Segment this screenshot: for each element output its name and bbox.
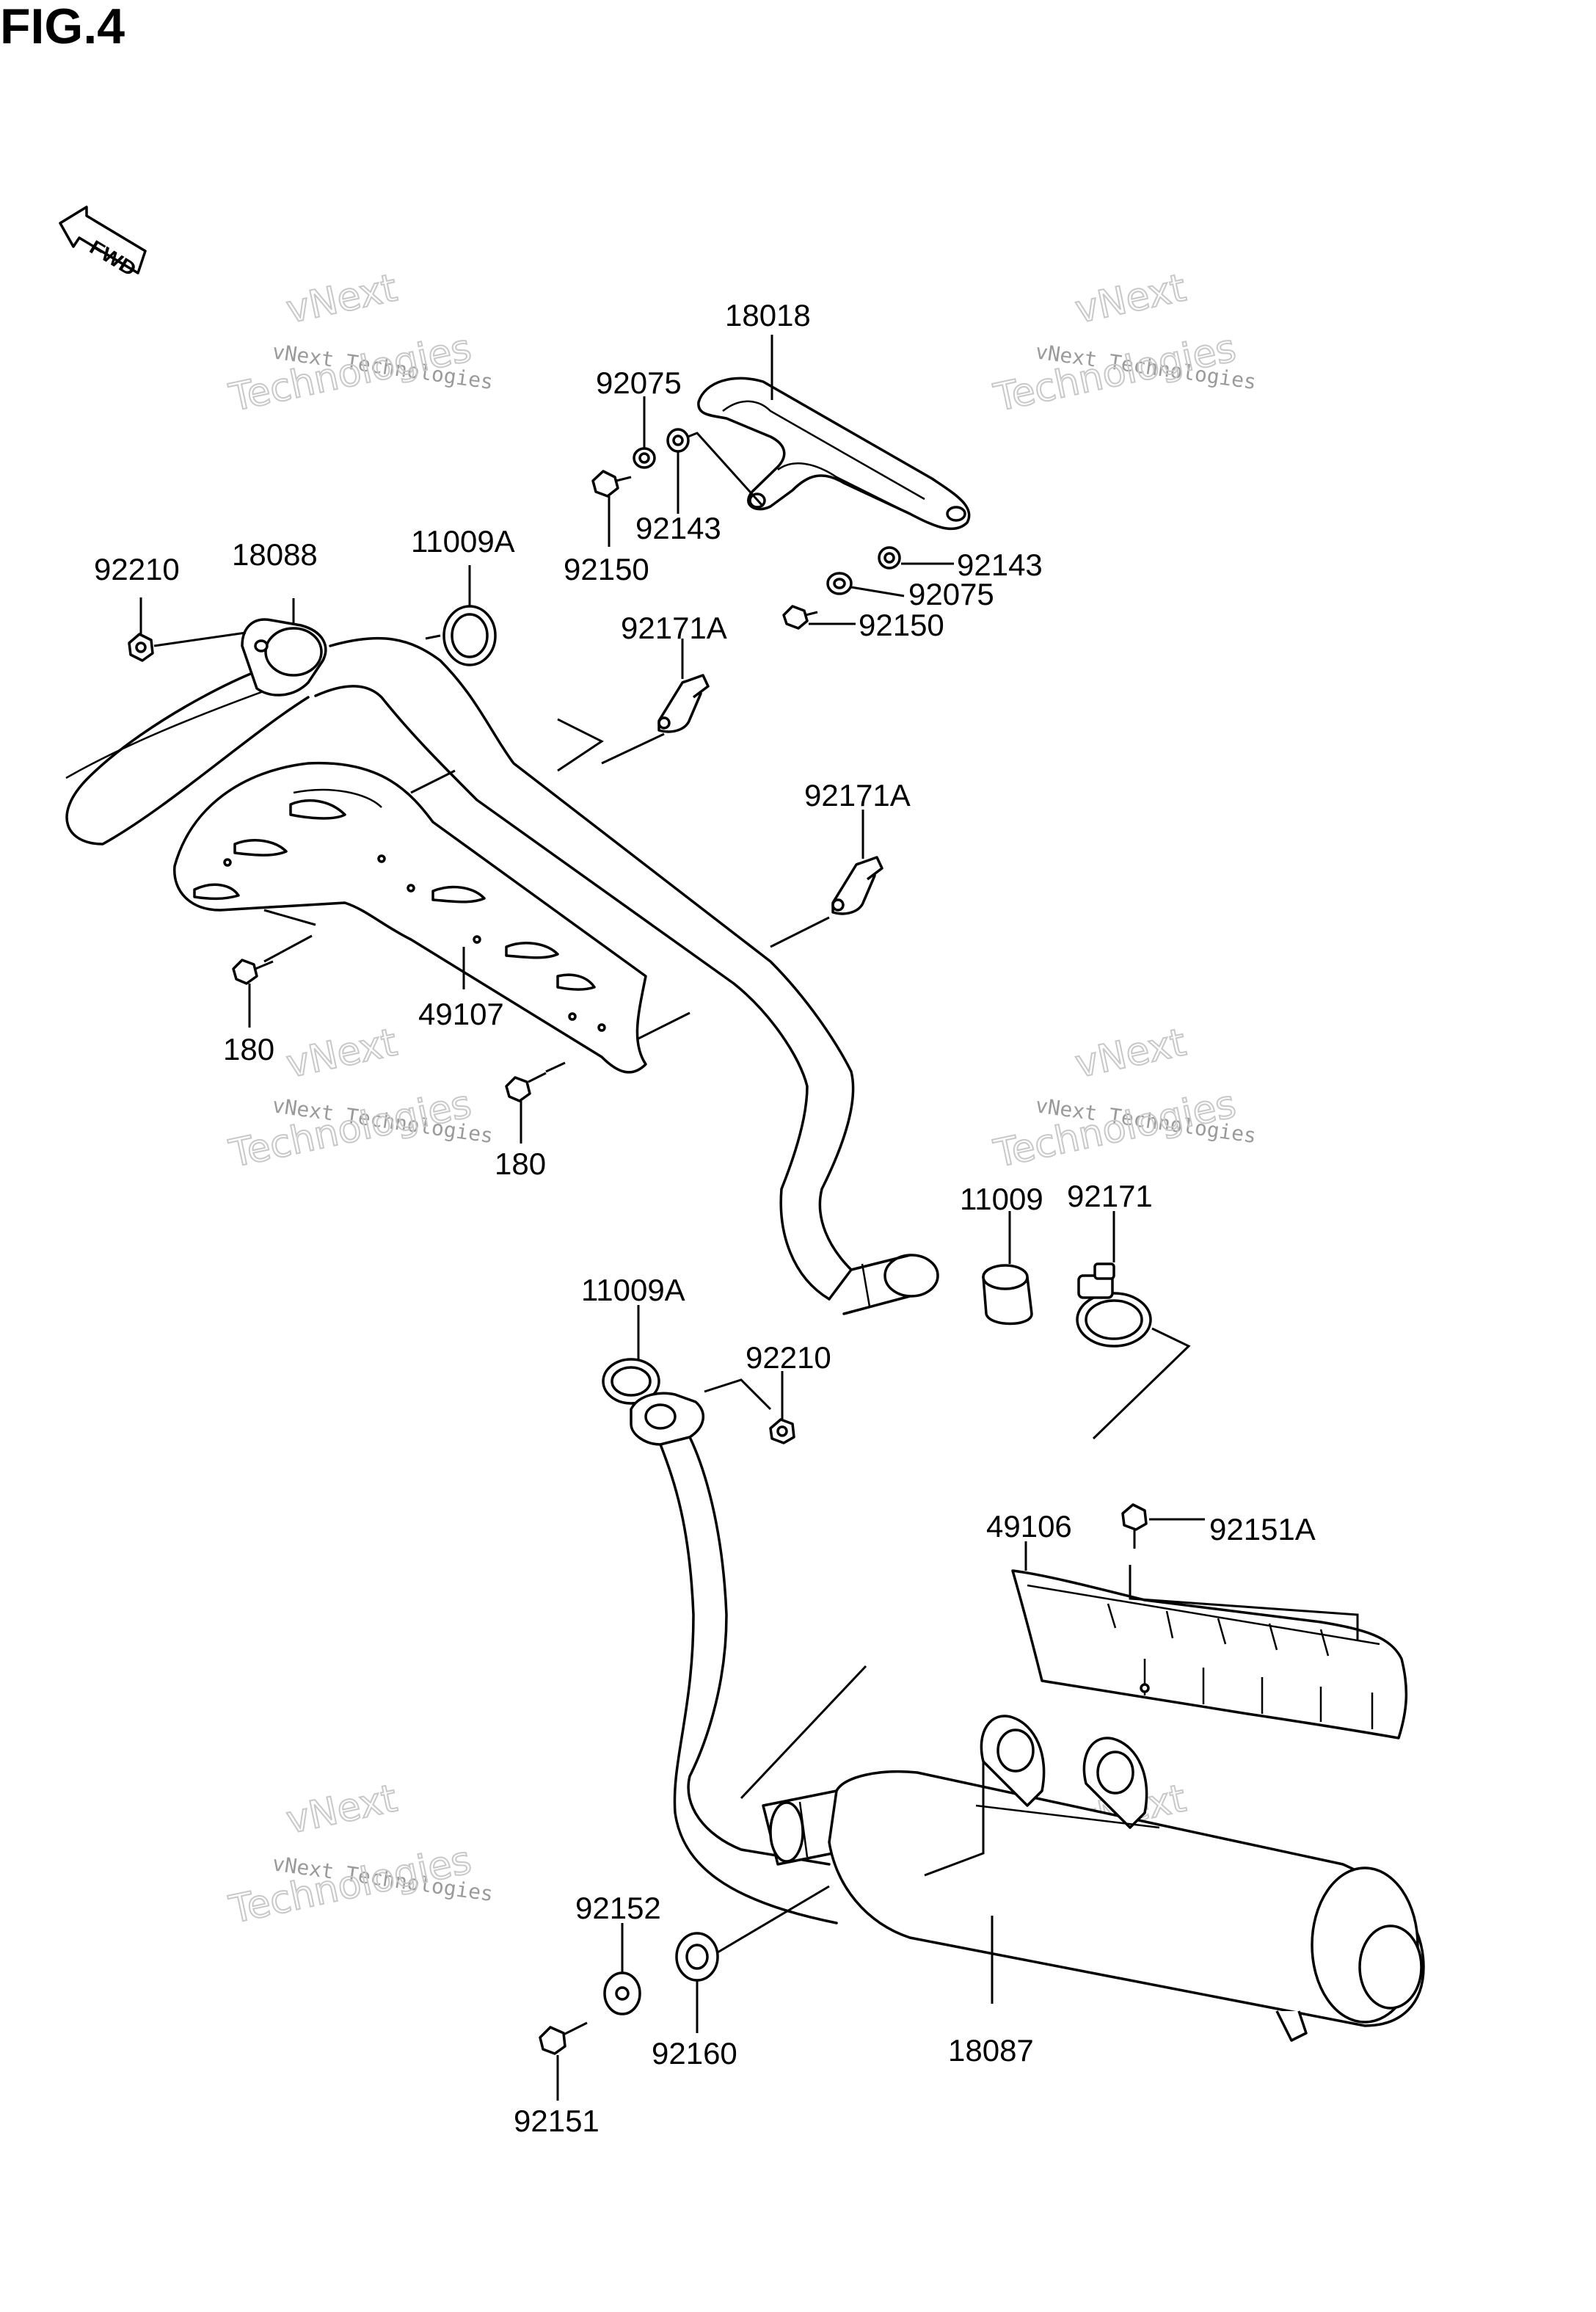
washer-92152 <box>603 1971 641 2015</box>
callout-92152: 92152 <box>575 1891 661 1925</box>
watermark-top-right: vNext vNext Technologies Technologies <box>989 265 1258 421</box>
callout-92150-right: 92150 <box>859 608 944 642</box>
bolt-92150-top <box>591 470 632 498</box>
callout-18088: 18088 <box>232 537 318 572</box>
heat-guard-bracket-18018 <box>697 377 971 531</box>
washer-92075-right <box>826 572 853 595</box>
callout-92210-mid: 92210 <box>746 1340 831 1375</box>
gasket-11009A-top <box>442 605 497 666</box>
callout-92151A: 92151A <box>1209 1512 1316 1546</box>
callout-92171A-mid: 92171A <box>804 778 911 813</box>
callout-49107: 49107 <box>418 997 504 1031</box>
svg-text:Technologies: Technologies <box>225 1839 475 1933</box>
collar-92143-right <box>878 546 901 570</box>
callout-49106: 49106 <box>986 1509 1072 1544</box>
callout-18087: 18087 <box>948 2033 1034 2068</box>
callout-92160: 92160 <box>652 2036 737 2071</box>
callout-92171: 92171 <box>1067 1179 1153 1213</box>
watermark-top-left: vNext vNext Technologies Technologies <box>225 265 495 421</box>
front-exhaust-pipe <box>65 636 939 1315</box>
clamp-bracket-92171A-top <box>657 674 710 733</box>
svg-text:vNext: vNext <box>283 1020 401 1086</box>
bolt-180-b <box>505 1072 547 1102</box>
rear-exhaust-pipe <box>630 1392 853 1924</box>
callout-11009: 11009 <box>960 1182 1043 1216</box>
watermark-bottom-left: vNext vNext Technologies Technologies <box>225 1775 495 1933</box>
clamp-bracket-92171A-mid <box>831 856 883 915</box>
collar-92143-top <box>666 428 690 453</box>
svg-text:Technologies: Technologies <box>990 1083 1239 1177</box>
callout-11009A-top: 11009A <box>411 524 515 559</box>
bolt-92150-right <box>782 605 818 630</box>
figure-title: FIG.4 <box>0 0 125 54</box>
heat-shield-49106 <box>1011 1569 1408 1740</box>
callout-92151: 92151 <box>514 2104 600 2138</box>
callout-18018: 18018 <box>725 298 811 332</box>
svg-text:vNext: vNext <box>283 1776 401 1842</box>
nut-92210-mid <box>769 1418 795 1444</box>
bolt-180-a <box>232 959 274 985</box>
callout-92143-top: 92143 <box>635 511 721 545</box>
bolt-92151A <box>1121 1503 1148 1549</box>
svg-text:Technologies: Technologies <box>225 327 475 421</box>
gasket-11009A-mid <box>602 1358 660 1405</box>
svg-text:vNext: vNext <box>1071 266 1189 332</box>
watermark-mid-right: vNext vNext Technologies Technologies <box>989 1019 1258 1177</box>
svg-text:Technologies: Technologies <box>225 1083 475 1177</box>
callout-180-a: 180 <box>223 1032 274 1066</box>
heat-shield-49107 <box>173 761 647 1074</box>
callout-180-b: 180 <box>495 1146 546 1181</box>
callout-92171A-top: 92171A <box>621 611 727 645</box>
gasket-11009 <box>982 1264 1033 1326</box>
svg-text:vNext: vNext <box>1071 1020 1189 1086</box>
callout-92150-top: 92150 <box>564 552 649 586</box>
flange-18088 <box>241 618 327 697</box>
callout-92210-top: 92210 <box>94 552 180 586</box>
fwd-arrow-icon: FWD <box>59 206 147 281</box>
bolt-92151 <box>539 2021 588 2055</box>
washer-92075-top <box>633 447 656 469</box>
svg-text:Technologies: Technologies <box>990 327 1239 421</box>
clamp-92171 <box>1076 1262 1152 1348</box>
muffler-18087 <box>828 1715 1425 2042</box>
svg-text:vNext: vNext <box>283 266 401 332</box>
nut-92210-top <box>128 633 154 662</box>
callout-92075-top: 92075 <box>596 366 682 400</box>
callout-92143-right: 92143 <box>957 548 1043 582</box>
callout-92075-right: 92075 <box>908 577 994 611</box>
grommet-92160 <box>675 1932 719 1982</box>
callout-11009A-mid: 11009A <box>581 1273 685 1307</box>
